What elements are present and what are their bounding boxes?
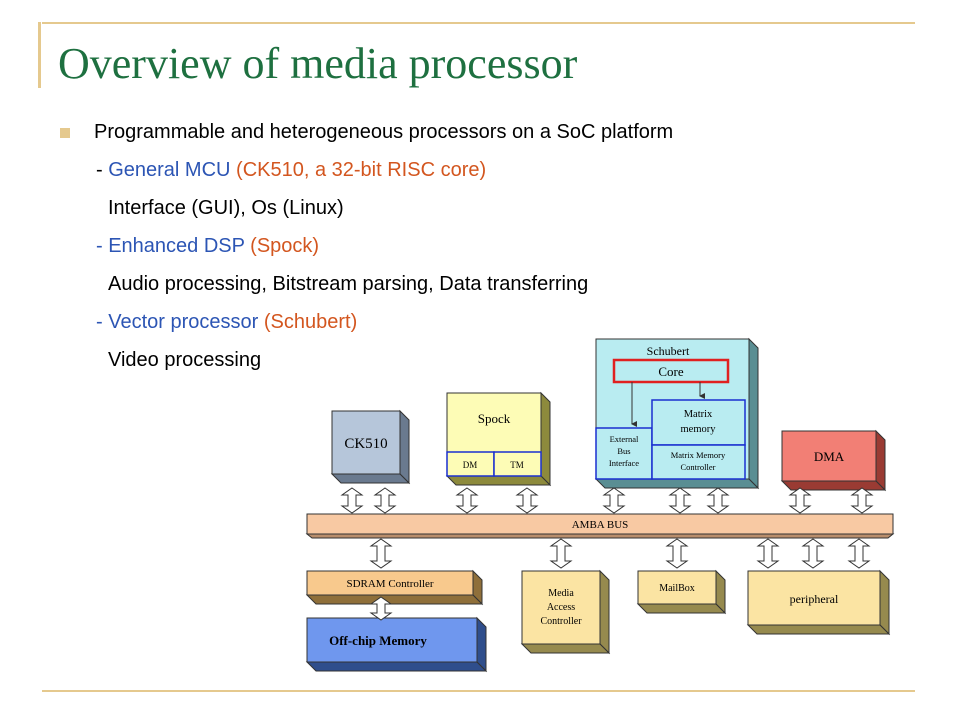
bus-arrow-up-2: [455, 487, 479, 514]
spock-block: Spock DM TM: [445, 391, 552, 487]
dma-block: DMA: [780, 429, 887, 492]
offchip-memory-block: Off-chip Memory: [305, 616, 488, 673]
item-dsp-name: Enhanced DSP: [108, 235, 245, 257]
item-dsp-prefix: -: [96, 235, 109, 257]
bottom-rule: [42, 690, 915, 692]
matrix-memory-controller-box: [651, 444, 746, 480]
bus-arrow-up-3: [515, 487, 539, 514]
mmc-label-1: Matrix Memory: [671, 450, 726, 460]
sdram-label: SDRAM Controller: [346, 578, 433, 590]
amba-bus-label: AMBA BUS: [572, 519, 629, 531]
schubert-block: Schubert Core External Bus Interface Mat…: [594, 337, 760, 490]
bus-arrow-down-2: [665, 538, 689, 569]
mmc-label-2: Controller: [681, 462, 716, 472]
item-mcu-prefix: -: [96, 159, 109, 181]
bus-arrow-down-3: [756, 538, 780, 569]
spock-dm-box: [446, 451, 495, 477]
bus-arrow-up-4: [602, 487, 626, 514]
peripheral-block: peripheral: [746, 569, 891, 636]
matrix-memory-label-1: Matrix: [684, 409, 713, 420]
bus-arrow-up-1: [373, 487, 397, 514]
core-label: Core: [658, 364, 684, 379]
upper-bus-arrows: [340, 487, 874, 514]
spock-label: Spock: [478, 411, 511, 426]
peripheral-face: [747, 570, 881, 626]
item-dsp: - Enhanced DSP (Spock): [96, 235, 319, 258]
core-box: [612, 358, 730, 384]
bus-arrow-up-8: [850, 487, 874, 514]
media-access-controller-block: Media Access Controller: [520, 569, 611, 655]
slide-title: Overview of media processor: [58, 39, 578, 88]
bus-arrow-down-0: [369, 538, 393, 569]
media-label-1: Media: [548, 588, 574, 599]
dma-label: DMA: [814, 449, 845, 464]
schubert-label: Schubert: [647, 344, 690, 358]
sdram-controller-block: SDRAM Controller: [305, 569, 484, 606]
mailbox-block: MailBox: [636, 569, 727, 615]
ck510-face: [331, 410, 401, 475]
spock-tm-box: [493, 451, 542, 477]
media-label-2: Access: [547, 602, 575, 613]
ck510-block: CK510: [330, 409, 411, 485]
item-vector-detail: (Schubert): [258, 311, 358, 333]
bullet-square-icon: [60, 128, 70, 138]
memory-arrow: [369, 596, 393, 621]
ck510-label: CK510: [344, 436, 387, 452]
item-mcu-detail: (CK510, a 32-bit RISC core): [230, 159, 487, 181]
top-rule: [42, 22, 915, 24]
spock-dm-label: DM: [463, 460, 478, 470]
main-bullet-text: Programmable and heterogeneous processor…: [94, 121, 674, 143]
item-vector-name: Vector processor: [108, 311, 259, 333]
spock-tm-label: TM: [510, 460, 524, 470]
bus-arrow-down-1: [549, 538, 573, 569]
matrix-memory-label-2: memory: [681, 424, 717, 435]
bus-arrow-up-6: [706, 487, 730, 514]
ext-bus-label-1: External: [610, 434, 639, 444]
offchip-face: [306, 617, 478, 663]
bus-arrow-up-5: [668, 487, 692, 514]
sdram-offchip-arrow: [369, 596, 393, 621]
item-mcu-desc: Interface (GUI), Os (Linux): [108, 197, 344, 219]
matrix-memory-box: [651, 399, 746, 446]
offchip-label: Off-chip Memory: [329, 633, 427, 648]
amba-bus: AMBA BUS: [305, 513, 895, 539]
item-vector: - Vector processor (Schubert): [96, 311, 357, 334]
bus-arrow-up-0: [340, 487, 364, 514]
mailbox-face: [637, 570, 717, 605]
media-label-3: Controller: [540, 616, 582, 627]
left-rule: [38, 22, 41, 88]
media-face: [521, 570, 601, 645]
bus-arrow-down-4: [801, 538, 825, 569]
item-dsp-desc: Audio processing, Bitstream parsing, Dat…: [108, 273, 589, 295]
ext-bus-label-2: Bus: [617, 446, 630, 456]
item-mcu-name: General MCU: [108, 159, 231, 181]
peripheral-label: peripheral: [790, 592, 839, 606]
mailbox-label: MailBox: [659, 583, 695, 594]
item-vector-desc: Video processing: [108, 349, 262, 371]
item-vector-prefix: -: [96, 311, 109, 333]
bus-arrow-up-7: [788, 487, 812, 514]
sdram-face: [306, 570, 474, 596]
lower-bus-arrows: [369, 538, 871, 569]
item-dsp-detail: (Spock): [244, 235, 320, 257]
dma-face: [781, 430, 877, 482]
ext-bus-label-3: Interface: [609, 458, 639, 468]
bus-arrow-down-5: [847, 538, 871, 569]
item-mcu: - General MCU (CK510, a 32-bit RISC core…: [96, 159, 486, 182]
